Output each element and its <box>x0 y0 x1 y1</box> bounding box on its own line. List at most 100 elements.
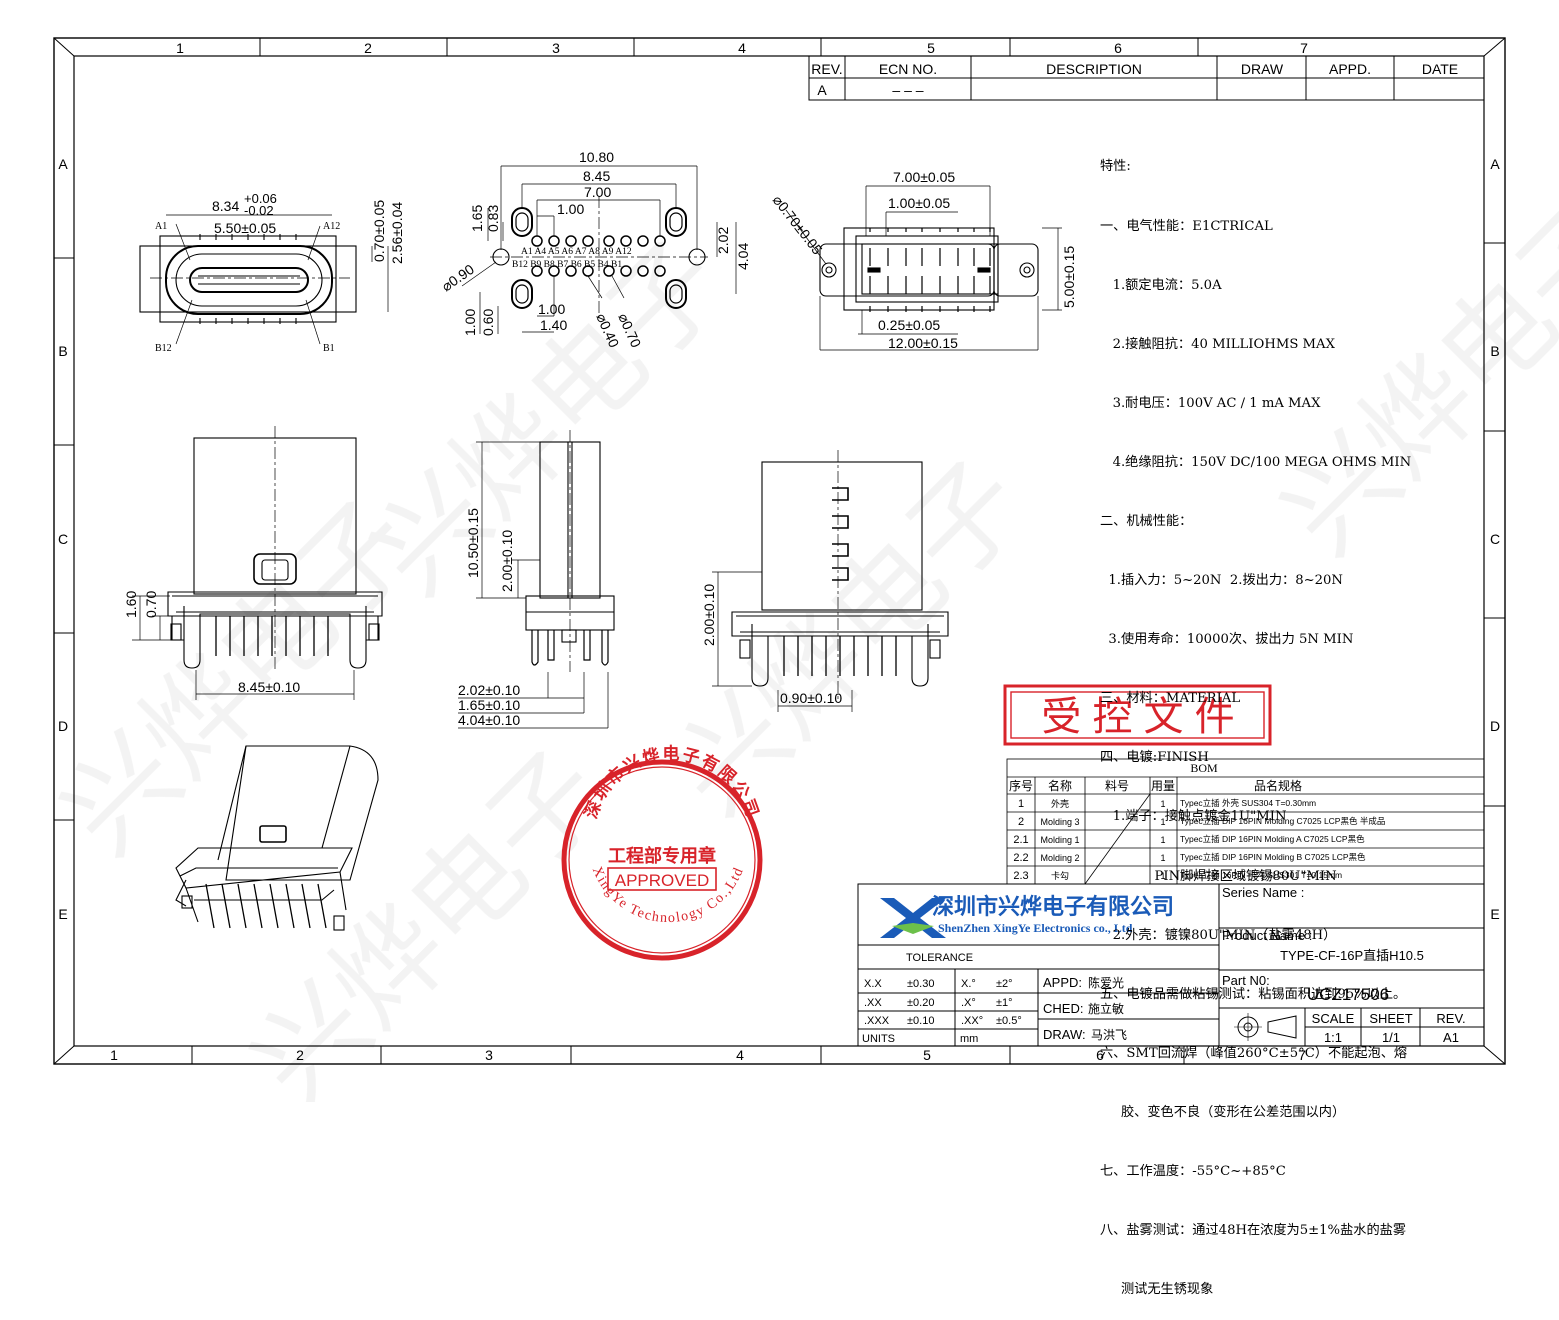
svg-text:5: 5 <box>927 40 935 56</box>
svg-text:4: 4 <box>736 1047 744 1063</box>
note-line: 测试无生锈现象 <box>1100 1282 1214 1298</box>
svg-text:±0.5°: ±0.5° <box>996 1015 1022 1027</box>
title-block: 深圳市兴烨电子有限公司 ShenZhen XingYe Electronics … <box>857 883 1485 1047</box>
right-elevation-dims: 2.00±0.10 0.90±0.10 <box>701 584 842 706</box>
description-header: DESCRIPTION <box>1046 61 1142 77</box>
company-name-en: ShenZhen XingYe Electronics co., Ltd <box>938 921 1133 935</box>
note-line: PIN脚焊接区域镀锡80U"MIN <box>1100 868 1337 884</box>
svg-text:APPD:: APPD: <box>1043 975 1082 990</box>
note-line: 2.外壳：镀镍80U"MIN（盐雾48H） <box>1100 927 1337 943</box>
svg-text:2.1: 2.1 <box>1013 834 1028 846</box>
svg-text:B: B <box>58 343 67 359</box>
svg-text:1: 1 <box>1160 853 1165 863</box>
svg-text:2.02: 2.02 <box>715 227 731 254</box>
svg-text:Typec立插 外壳 SUS304 T=0.30mm: Typec立插 外壳 SUS304 T=0.30mm <box>1180 798 1316 808</box>
svg-text:-0.02: -0.02 <box>244 203 274 218</box>
svg-text:2.3: 2.3 <box>1013 870 1028 882</box>
svg-text:Typec立插 DIP 16PIN Molding A C7: Typec立插 DIP 16PIN Molding A C7025 LCP黑色 <box>1180 834 1365 844</box>
svg-text:0.70: 0.70 <box>143 591 159 618</box>
svg-text:1: 1 <box>1018 798 1024 810</box>
svg-text:±0.30: ±0.30 <box>907 978 934 990</box>
svg-text:6: 6 <box>1096 1047 1104 1063</box>
svg-text:+0.06: +0.06 <box>244 191 277 206</box>
svg-text:序号: 序号 <box>1009 778 1033 793</box>
svg-text:1/1: 1/1 <box>1382 1030 1400 1045</box>
svg-text:1: 1 <box>1160 835 1165 845</box>
svg-text:兴烨电子: 兴烨电子 <box>350 219 748 617</box>
svg-text:7.00: 7.00 <box>584 184 611 200</box>
svg-text:6: 6 <box>1114 40 1122 56</box>
svg-text:工程部专用章: 工程部专用章 <box>608 845 716 866</box>
svg-text:Molding 2: Molding 2 <box>1040 853 1079 863</box>
svg-text:5.50±0.05: 5.50±0.05 <box>214 220 276 236</box>
svg-text:1.40: 1.40 <box>540 317 567 333</box>
product-name: TYPE-CF-16P直插H10.5 <box>1280 948 1424 963</box>
svg-text:0.90±0.10: 0.90±0.10 <box>780 690 842 706</box>
note-line: 七、工作温度：-55°C~+85°C <box>1100 1164 1286 1179</box>
bom-table: BOM 序号 名称 料号 用量 品名规格 1 外壳 1 Typec立插 外壳 S… <box>1006 758 1485 885</box>
svg-text:1.60: 1.60 <box>123 591 139 618</box>
svg-text:.X°: .X° <box>961 997 976 1009</box>
svg-text:Molding 1: Molding 1 <box>1040 835 1079 845</box>
svg-text:4: 4 <box>738 40 746 56</box>
svg-text:1.00: 1.00 <box>557 201 584 217</box>
note-line: 五、电镀品需做粘锡测试：粘锡面积达到95%以上。 <box>1100 986 1407 1002</box>
svg-text:8.45±0.10: 8.45±0.10 <box>238 679 300 695</box>
svg-text:TOLERANCE: TOLERANCE <box>906 952 973 964</box>
svg-text:CHED:: CHED: <box>1043 1001 1083 1016</box>
svg-text:1: 1 <box>1160 871 1165 881</box>
svg-text:名称: 名称 <box>1048 778 1072 793</box>
svg-text:±0.10: ±0.10 <box>907 1015 934 1027</box>
svg-text:X.X: X.X <box>864 978 882 990</box>
svg-text:2.02±0.10: 2.02±0.10 <box>458 682 520 698</box>
svg-text:B1: B1 <box>323 343 335 354</box>
svg-text:UNITS: UNITS <box>862 1033 895 1045</box>
svg-text:陈爱光: 陈爱光 <box>1088 975 1124 990</box>
svg-text:DRAW:: DRAW: <box>1043 1027 1086 1042</box>
svg-text:Series Name :: Series Name : <box>1222 885 1304 900</box>
revision-table: REV. ECN NO. DESCRIPTION DRAW APPD. DATE… <box>808 55 1485 101</box>
approval-seal: 深圳市兴烨电子有限公司 工程部专用章 APPROVED XingYe Techn… <box>561 744 763 961</box>
svg-text:A1 A4 A5 A6 A7 A8 A9 A12: A1 A4 A5 A6 A7 A8 A9 A12 <box>521 247 632 257</box>
rev-header: REV. <box>811 61 842 77</box>
svg-text:Typec立插 16PIN 卡勾 SUS301 T=0.15: Typec立插 16PIN 卡勾 SUS301 T=0.15mm <box>1180 870 1342 880</box>
svg-text:±0.20: ±0.20 <box>907 997 934 1009</box>
svg-text:Product Name :: Product Name : <box>1222 928 1312 943</box>
svg-text:B12: B12 <box>155 343 172 354</box>
svg-text:E: E <box>58 906 67 922</box>
svg-text:X.°: X.° <box>961 978 976 990</box>
svg-text:A: A <box>1490 156 1500 172</box>
svg-text:2.56±0.04: 2.56±0.04 <box>389 202 405 264</box>
front-elevation-dims: 1.60 0.70 8.45±0.10 <box>123 591 300 695</box>
svg-text:1:1: 1:1 <box>1324 1030 1342 1045</box>
drawing-border <box>53 37 1506 1065</box>
svg-text:A: A <box>58 156 68 172</box>
svg-text:2: 2 <box>364 40 372 56</box>
note-line: 2.接触阻抗：40 MILLIOHMS MAX <box>1100 336 1335 352</box>
draw-header: DRAW <box>1241 61 1284 77</box>
note-line: 二、机械性能： <box>1100 513 1193 529</box>
svg-text:1.00±0.05: 1.00±0.05 <box>888 195 950 211</box>
svg-text:2: 2 <box>296 1047 304 1063</box>
svg-text:品名规格: 品名规格 <box>1254 778 1302 793</box>
top-view-dims: 7.00±0.05 1.00±0.05 ⌀0.70±0.05 5.00±0.15… <box>770 169 1077 351</box>
note-line: 特性: <box>1100 159 1131 175</box>
svg-text:3: 3 <box>485 1047 493 1063</box>
note-line: 1.额定电流：5.0A <box>1100 277 1222 293</box>
svg-text:3: 3 <box>552 40 560 56</box>
front-view <box>139 214 389 345</box>
svg-text:0.83: 0.83 <box>485 205 501 232</box>
svg-text:B: B <box>1490 343 1499 359</box>
svg-text:0.60: 0.60 <box>480 309 496 336</box>
ecn-value: – – – <box>892 82 923 98</box>
svg-text:⌀0.90: ⌀0.90 <box>439 261 478 295</box>
svg-text:2.00±0.10: 2.00±0.10 <box>499 530 515 592</box>
svg-text:12.00±0.15: 12.00±0.15 <box>888 335 958 351</box>
svg-text:.XXX: .XXX <box>864 1015 890 1027</box>
svg-text:±2°: ±2° <box>996 978 1013 990</box>
svg-text:B12 B9 B8 B7 B6 B5 B4 B1: B12 B9 B8 B7 B6 B5 B4 B1 <box>512 260 622 270</box>
ecn-header: ECN NO. <box>879 61 937 77</box>
note-line: 3.使用寿命：10000次、拔出力 5N MIN <box>1100 632 1354 648</box>
svg-text:受 控 文 件: 受 控 文 件 <box>1041 695 1234 739</box>
svg-text:2: 2 <box>1018 816 1024 828</box>
